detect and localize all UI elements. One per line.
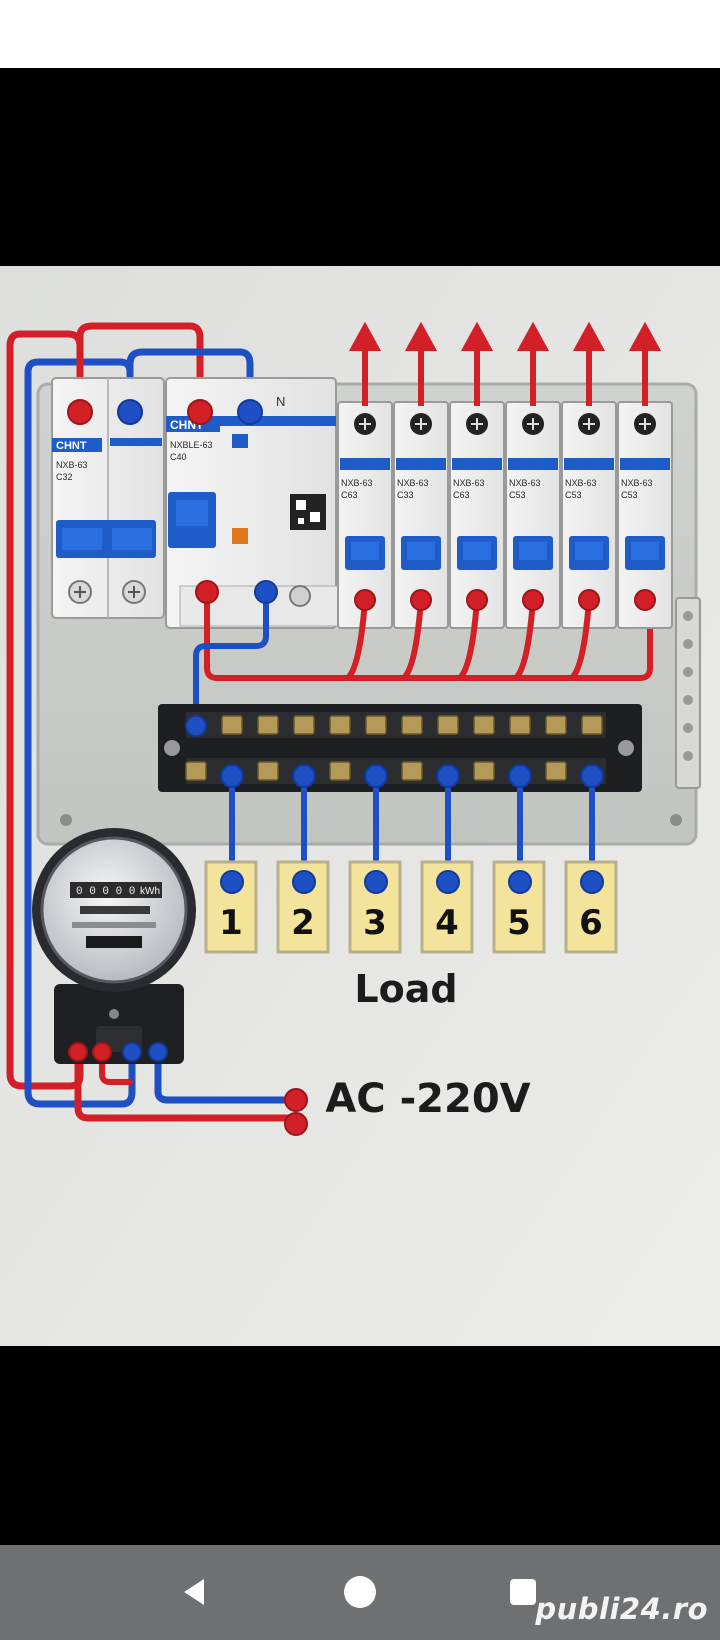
svg-text:C53: C53 xyxy=(621,490,638,500)
svg-text:C33: C33 xyxy=(397,490,414,500)
svg-text:NXB-63: NXB-63 xyxy=(565,478,597,488)
mcb-4: NXB-63 C53 xyxy=(505,401,561,629)
svg-text:6: 6 xyxy=(579,903,603,943)
home-circle-icon xyxy=(344,1576,376,1608)
mcb-1: NXB-63 C63 xyxy=(337,401,393,629)
svg-text:4: 4 xyxy=(435,903,459,943)
svg-text:C53: C53 xyxy=(565,490,582,500)
back-triangle-icon xyxy=(184,1579,204,1605)
load-tags: 1 2 3 4 5 6 xyxy=(204,860,618,954)
supply-wires xyxy=(6,322,300,1122)
svg-text:C63: C63 xyxy=(453,490,470,500)
svg-text:1: 1 xyxy=(219,903,243,943)
svg-text:NXB-63: NXB-63 xyxy=(453,478,485,488)
load-tag-5: 5 xyxy=(492,860,546,954)
neutral-marker: N xyxy=(276,394,285,409)
top-letterbox xyxy=(0,68,720,266)
back-button[interactable] xyxy=(170,1567,220,1617)
load-label: Load xyxy=(354,967,457,1011)
recents-square-icon xyxy=(510,1579,536,1605)
load-tag-3: 3 xyxy=(348,860,402,954)
meter-unit: kWh xyxy=(140,886,160,897)
main-breaker-rating: C32 xyxy=(56,472,73,482)
rcd-breaker: CHNT NXBLE-63 C40 N xyxy=(165,377,341,629)
rcd-output-wires xyxy=(193,589,653,729)
main-breaker: CHNT NXB-63 C32 xyxy=(51,377,165,619)
wiring-diagram-image: CHNT NXB-63 C32 CHNT NXBLE-63 C40 N xyxy=(0,266,720,1346)
rcd-model: NXBLE-63 xyxy=(170,440,213,450)
mcb-6: NXB-63 C53 xyxy=(617,401,673,629)
load-tag-1: 1 xyxy=(204,860,258,954)
main-breaker-brand: CHNT xyxy=(56,440,87,452)
mcb-feed-wires xyxy=(345,597,592,681)
main-breaker-model: NXB-63 xyxy=(56,460,88,470)
mcb-3: NXB-63 C63 xyxy=(449,401,505,629)
svg-text:3: 3 xyxy=(363,903,387,943)
status-bar xyxy=(0,0,720,68)
svg-text:C63: C63 xyxy=(341,490,358,500)
watermark-text: publi24.ro xyxy=(535,1592,708,1626)
svg-text:NXB-63: NXB-63 xyxy=(621,478,653,488)
svg-text:NXB-63: NXB-63 xyxy=(397,478,429,488)
branch-breakers: NXB-63 C63 NXB-63 C33 NXB-63 C63 xyxy=(337,401,673,629)
rcd-rating: C40 xyxy=(170,452,187,462)
svg-text:0 0 0 0 0: 0 0 0 0 0 xyxy=(76,886,135,898)
earth-bar xyxy=(675,597,701,789)
supply-label: AC -220V xyxy=(325,1076,530,1122)
recents-button[interactable] xyxy=(498,1567,548,1617)
mcb-5: NXB-63 C53 xyxy=(561,401,617,629)
home-button[interactable] xyxy=(335,1567,385,1617)
svg-text:NXB-63: NXB-63 xyxy=(509,478,541,488)
svg-text:2: 2 xyxy=(291,903,315,943)
load-tag-6: 6 xyxy=(564,860,618,954)
svg-text:NXB-63: NXB-63 xyxy=(341,478,373,488)
mcb-2: NXB-63 C33 xyxy=(393,401,449,629)
outgoing-arrows xyxy=(348,321,662,406)
navigation-bar: publi24.ro xyxy=(0,1545,720,1640)
bottom-letterbox xyxy=(0,1346,720,1545)
load-tag-4: 4 xyxy=(420,860,474,954)
svg-text:C53: C53 xyxy=(509,490,526,500)
energy-meter: 0 0 0 0 0 kWh xyxy=(32,828,196,1064)
svg-text:5: 5 xyxy=(507,903,531,943)
load-tag-2: 2 xyxy=(276,860,330,954)
